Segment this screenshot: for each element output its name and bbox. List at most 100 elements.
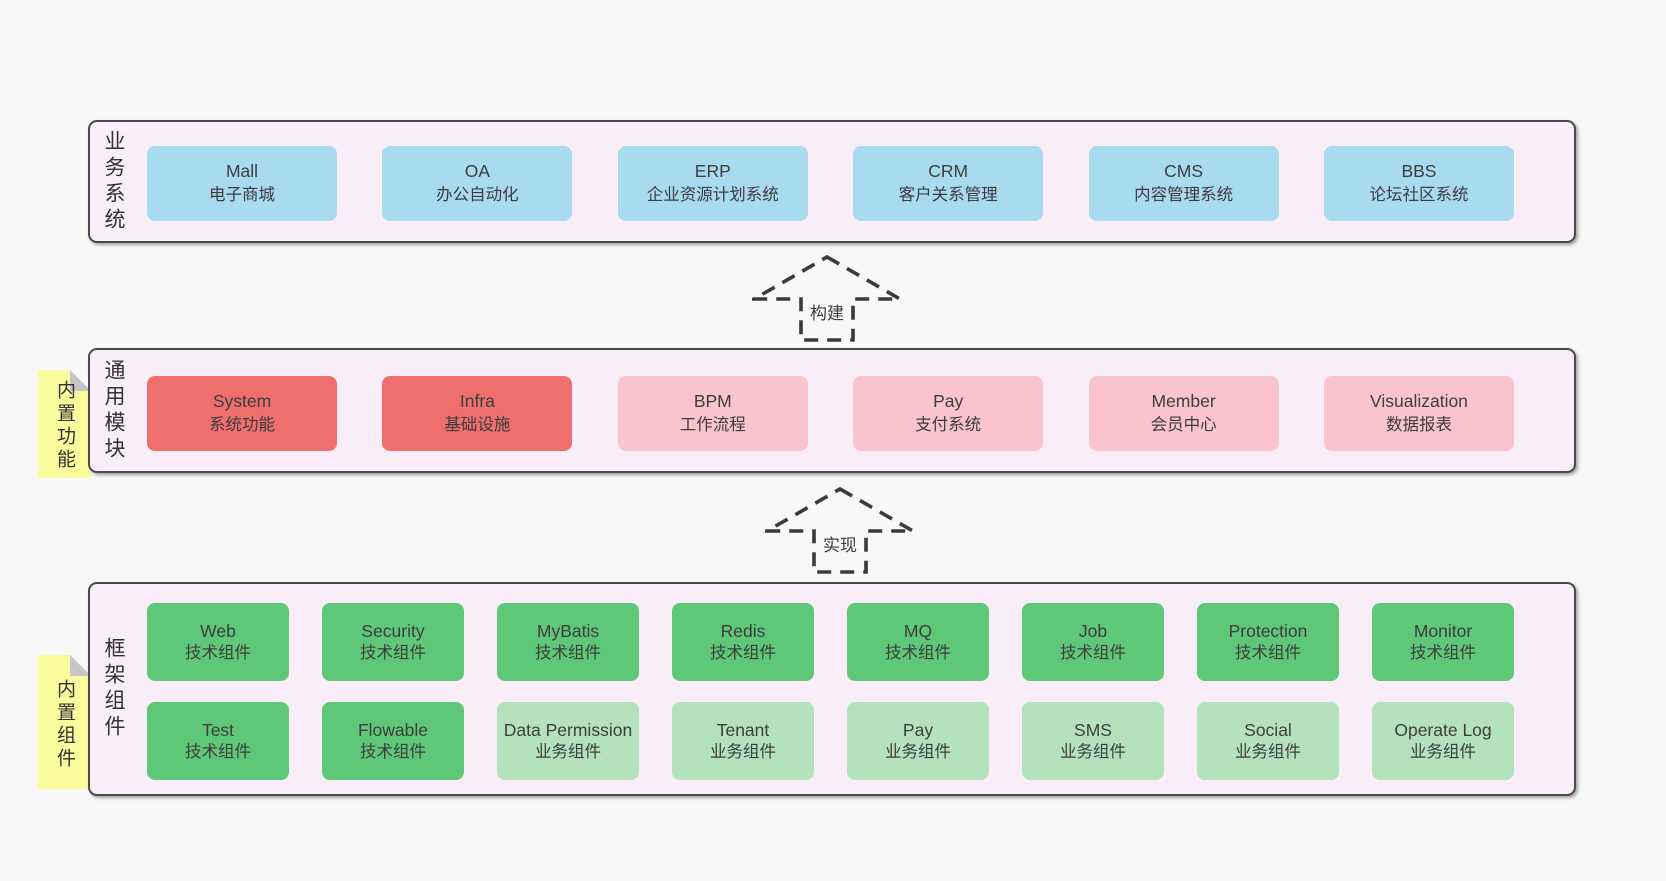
box-bbs: BBS 论坛社区系统 <box>1323 146 1514 221</box>
up-arrow-icon <box>765 486 915 574</box>
box-security: Security 技术组件 <box>322 603 464 681</box>
box-social-desc: 业务组件 <box>1235 742 1301 761</box>
box-mybatis: MyBatis 技术组件 <box>497 603 639 681</box>
box-data-permission: Data Permission 业务组件 <box>497 702 639 780</box>
box-web-name: Web <box>200 620 236 641</box>
box-oa-desc: 办公自动化 <box>436 186 519 205</box>
box-mall: Mall 电子商城 <box>147 146 337 221</box>
box-operate-log-desc: 业务组件 <box>1410 742 1476 761</box>
box-pay-component-name: Pay <box>902 719 934 740</box>
box-member-desc: 会员中心 <box>1150 416 1217 435</box>
box-mq: MQ 技术组件 <box>847 603 989 681</box>
box-test: Test 技术组件 <box>147 702 289 780</box>
box-visualization-desc: 数据报表 <box>1385 416 1452 435</box>
box-data-permission-name: Data Permission <box>503 719 633 740</box>
sticky-note-built-in-features: 内置功能 <box>38 370 91 478</box>
sticky-note-built-in-components: 内置组件 <box>38 655 91 789</box>
panel-framework-components-label: 框架组件 <box>102 637 125 741</box>
box-cms-desc: 内容管理系统 <box>1134 186 1234 205</box>
box-test-desc: 技术组件 <box>185 742 251 761</box>
box-monitor: Monitor 技术组件 <box>1372 603 1514 681</box>
box-bbs-desc: 论坛社区系统 <box>1369 186 1469 205</box>
box-bpm-desc: 工作流程 <box>679 416 746 435</box>
box-flowable-name: Flowable <box>357 719 429 740</box>
sticky-note-built-in-components-label: 内置组件 <box>54 678 75 771</box>
box-operate-log-name: Operate Log <box>1394 719 1492 740</box>
box-mybatis-name: MyBatis <box>536 620 600 641</box>
box-monitor-name: Monitor <box>1413 620 1473 641</box>
box-crm-desc: 客户关系管理 <box>898 186 998 205</box>
box-mall-name: Mall <box>225 161 259 182</box>
box-redis-desc: 技术组件 <box>710 643 776 662</box>
box-oa-name: OA <box>464 161 491 182</box>
modules-box-row: System 系统功能 Infra 基础设施 BPM 工作流程 Pay 支付系统… <box>147 376 1514 451</box>
box-mall-desc: 电子商城 <box>209 186 275 205</box>
box-infra-desc: 基础设施 <box>444 416 511 435</box>
box-job-desc: 技术组件 <box>1060 643 1126 662</box>
box-security-name: Security <box>361 620 425 641</box>
box-tenant-name: Tenant <box>716 719 770 740</box>
implement-arrow: 实现 <box>765 486 915 576</box>
business-box-row: Mall 电子商城 OA 办公自动化 ERP 企业资源计划系统 CRM 客户关系… <box>147 146 1514 221</box>
box-sms: SMS 业务组件 <box>1022 702 1164 780</box>
box-visualization-name: Visualization <box>1369 391 1468 412</box>
box-member: Member 会员中心 <box>1088 376 1279 451</box>
build-arrow: 构建 <box>752 254 902 344</box>
components-row-1: Web 技术组件 Security 技术组件 MyBatis 技术组件 Redi… <box>147 603 1514 681</box>
box-job-name: Job <box>1078 620 1108 641</box>
box-bpm-name: BPM <box>693 391 732 412</box>
panel-common-modules: 通用模块 System 系统功能 Infra 基础设施 BPM 工作流程 Pay… <box>88 348 1576 473</box>
panel-framework-components: 框架组件 Web 技术组件 Security 技术组件 MyBatis 技术组件… <box>88 582 1576 796</box>
box-mq-name: MQ <box>903 620 933 641</box>
box-oa: OA 办公自动化 <box>382 146 573 221</box>
up-arrow-outline <box>752 254 902 342</box>
box-social: Social 业务组件 <box>1197 702 1339 780</box>
box-protection: Protection 技术组件 <box>1197 603 1339 681</box>
panel-common-modules-label: 通用模块 <box>102 358 125 463</box>
box-web-desc: 技术组件 <box>185 643 251 662</box>
up-arrow-outline <box>765 486 915 574</box>
box-test-name: Test <box>201 719 235 740</box>
box-cms-name: CMS <box>1164 161 1203 182</box>
box-security-desc: 技术组件 <box>360 643 426 662</box>
box-tenant: Tenant 业务组件 <box>672 702 814 780</box>
up-arrow-icon <box>752 254 902 342</box>
box-pay-component-desc: 业务组件 <box>885 742 951 761</box>
box-redis: Redis 技术组件 <box>672 603 814 681</box>
box-social-name: Social <box>1244 719 1292 740</box>
box-flowable: Flowable 技术组件 <box>322 702 464 780</box>
components-row-2: Test 技术组件 Flowable 技术组件 Data Permission … <box>147 702 1514 780</box>
box-web: Web 技术组件 <box>147 603 289 681</box>
box-pay-module: Pay 支付系统 <box>853 376 1044 451</box>
box-crm-name: CRM <box>928 161 969 182</box>
sticky-note-built-in-features-label: 内置功能 <box>54 380 75 473</box>
implement-arrow-label: 实现 <box>818 530 862 557</box>
box-cms: CMS 内容管理系统 <box>1088 146 1279 221</box>
build-arrow-label: 构建 <box>805 298 849 325</box>
panel-business-systems-label: 业务系统 <box>102 129 125 234</box>
box-infra-name: Infra <box>459 391 495 412</box>
box-tenant-desc: 业务组件 <box>710 742 776 761</box>
box-job: Job 技术组件 <box>1022 603 1164 681</box>
box-erp: ERP 企业资源计划系统 <box>617 146 808 221</box>
box-erp-name: ERP <box>694 161 731 182</box>
box-mq-desc: 技术组件 <box>885 643 951 662</box>
box-crm: CRM 客户关系管理 <box>853 146 1044 221</box>
box-sms-desc: 业务组件 <box>1060 742 1126 761</box>
box-visualization: Visualization 数据报表 <box>1323 376 1514 451</box>
box-system: System 系统功能 <box>147 376 337 451</box>
box-infra: Infra 基础设施 <box>382 376 573 451</box>
box-mybatis-desc: 技术组件 <box>535 643 601 662</box>
box-pay-module-name: Pay <box>933 391 964 412</box>
box-sms-name: SMS <box>1074 719 1112 740</box>
box-system-name: System <box>212 391 272 412</box>
box-protection-name: Protection <box>1228 620 1308 641</box>
box-member-name: Member <box>1151 391 1216 412</box>
box-bbs-name: BBS <box>1401 161 1437 182</box>
box-erp-desc: 企业资源计划系统 <box>646 186 779 205</box>
box-redis-name: Redis <box>720 620 766 641</box>
box-data-permission-desc: 业务组件 <box>535 742 601 761</box>
box-monitor-desc: 技术组件 <box>1410 643 1476 662</box>
box-bpm: BPM 工作流程 <box>617 376 808 451</box>
box-flowable-desc: 技术组件 <box>360 742 426 761</box>
